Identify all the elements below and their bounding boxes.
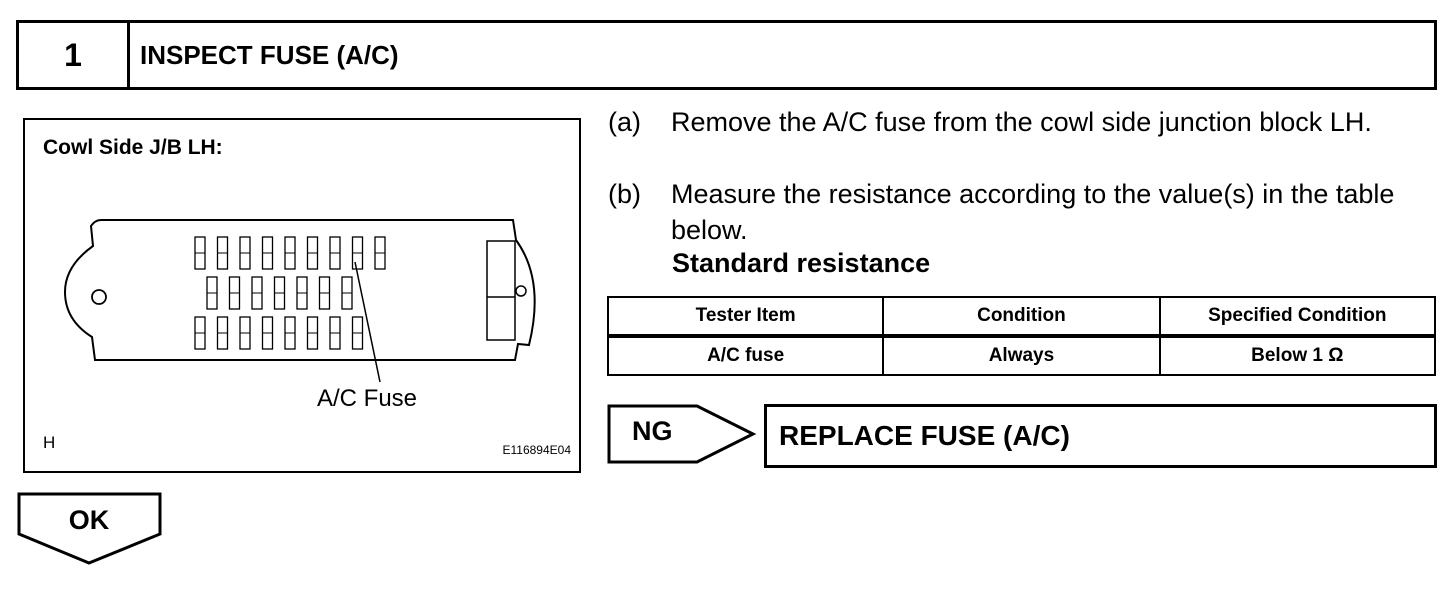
table-row: A/C fuse Always Below 1 Ω [606, 335, 1437, 376]
step-title: INSPECT FUSE (A/C) [140, 39, 399, 70]
table-cell: Always [882, 335, 1161, 376]
fuse-leader-line [354, 261, 381, 383]
spec-table: Tester Item Condition Specified Conditio… [606, 296, 1437, 376]
instruction-marker: (b) [608, 179, 641, 209]
standard-resistance-heading: Standard resistance [672, 248, 931, 278]
table-cell: A/C fuse [606, 335, 885, 376]
ok-label: OK [68, 505, 110, 535]
figure-id: E116894E04 [502, 443, 571, 457]
instruction-text: Remove the A/C fuse from the cowl side j… [671, 107, 1372, 137]
ng-action-box: REPLACE FUSE (A/C) [764, 404, 1437, 468]
junction-block-diagram [63, 219, 536, 383]
instruction-text: Measure the resistance according to the … [671, 179, 1395, 245]
ok-arrow [17, 492, 162, 565]
instruction-marker: (a) [608, 107, 641, 137]
ng-arrow [607, 404, 757, 464]
table-header-row: Tester Item Condition Specified Conditio… [606, 296, 1437, 338]
right-connector [486, 240, 516, 341]
junction-block-figure: Cowl Side J/B LH: A/C Fuse H E116894E04 [23, 118, 581, 473]
figure-code: H [43, 433, 56, 452]
fuse-rows [194, 236, 386, 350]
junction-block-outline [63, 219, 536, 361]
ng-label: NG [632, 416, 673, 446]
table-header: Condition [882, 296, 1161, 338]
step-number: 1 [19, 23, 130, 87]
connector-pin [515, 285, 527, 297]
mounting-hole [91, 289, 107, 305]
step-header: 1 INSPECT FUSE (A/C) [16, 20, 1437, 90]
table-header: Tester Item [606, 296, 885, 338]
figure-title: Cowl Side J/B LH: [43, 136, 223, 159]
table-cell: Below 1 Ω [1158, 335, 1437, 376]
table-header: Specified Condition [1158, 296, 1437, 338]
ac-fuse-label: A/C Fuse [317, 385, 418, 412]
